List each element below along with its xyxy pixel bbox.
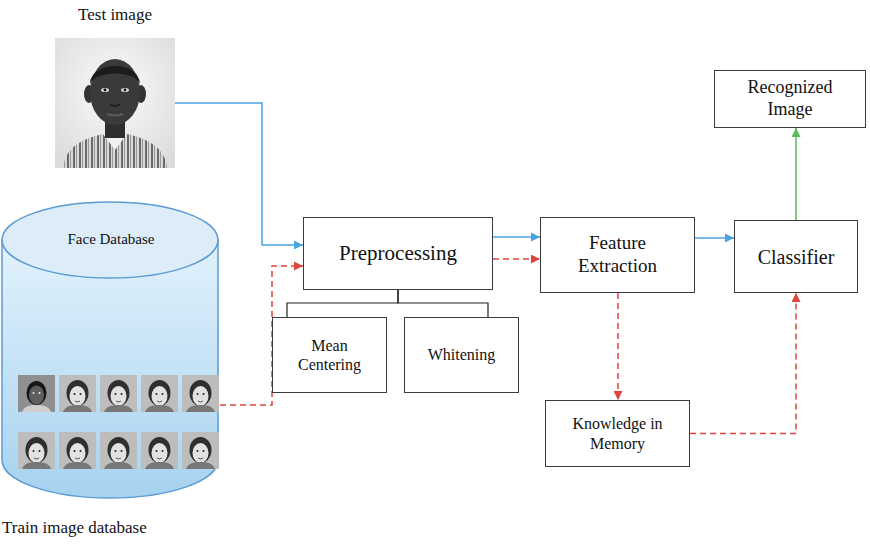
flow-arrow <box>617 293 619 400</box>
output-box: Recognized Image <box>714 70 866 128</box>
node-label: Classifier <box>758 245 835 269</box>
flow-arrow <box>695 237 734 239</box>
node-label: Feature Extraction <box>553 232 682 278</box>
process-box: Mean Centering <box>272 317 387 393</box>
flow-arrow <box>493 258 540 260</box>
classifier-box: Classifier <box>734 220 858 293</box>
image-caption: Test image <box>35 5 195 25</box>
face-database: Face DatabaseTrain image database <box>0 198 222 500</box>
bracket-line <box>398 290 488 317</box>
flow-arrow <box>493 236 540 238</box>
memory-box: Knowledge in Memory <box>545 400 690 467</box>
portrait-photo <box>55 38 175 168</box>
process-box: Feature Extraction <box>540 217 695 293</box>
flow-arrow <box>690 293 796 434</box>
process-box: Whitening <box>404 317 519 393</box>
node-label: Recognized Image <box>727 77 853 120</box>
bracket-line <box>287 290 398 317</box>
test-image: Test image <box>55 38 175 168</box>
node-label: Knowledge in Memory <box>558 414 677 452</box>
flow-arrow <box>795 128 797 220</box>
database-label: Face Database <box>0 230 222 248</box>
node-label: Mean Centering <box>285 336 374 374</box>
database-caption: Train image database <box>2 518 147 538</box>
process-box: Preprocessing <box>303 217 493 290</box>
node-label: Whitening <box>428 345 496 364</box>
node-label: Preprocessing <box>339 241 457 266</box>
